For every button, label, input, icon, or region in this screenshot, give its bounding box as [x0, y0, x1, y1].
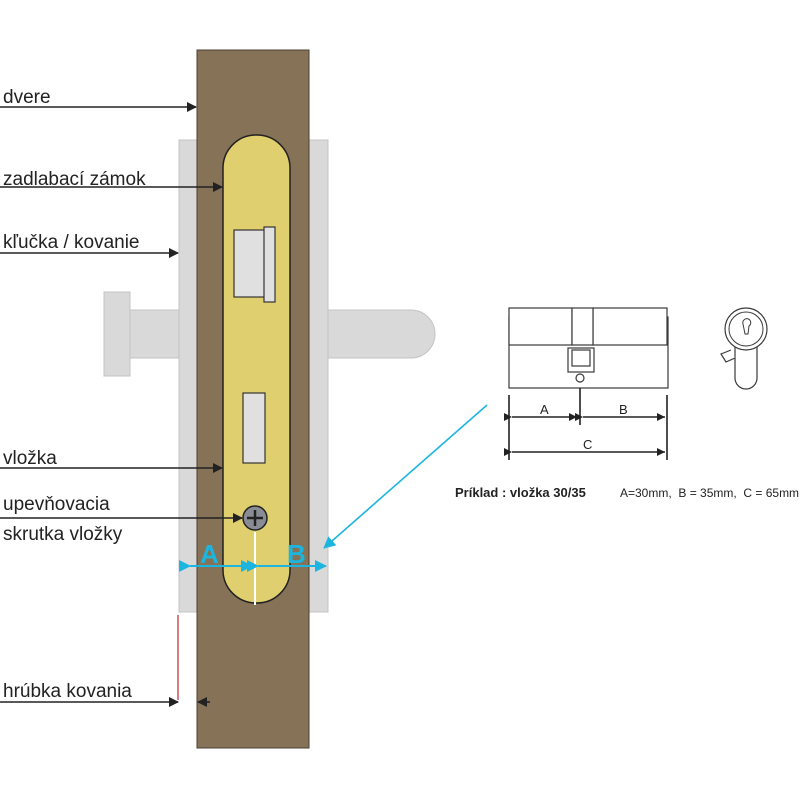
euro-cylinder-front-view: [720, 307, 768, 390]
right-fitting-plate: [308, 139, 329, 613]
lock-faceplate: [222, 134, 291, 604]
left-fitting-plate: [178, 139, 199, 613]
dimension-b-label: B: [287, 539, 306, 569]
latch-bolt-edge: [263, 226, 276, 303]
dimension-a-label: A: [200, 539, 219, 569]
label-door: dvere: [3, 87, 51, 108]
cylinder-dim-b: B: [619, 402, 628, 417]
label-cylinder: vložka: [3, 448, 57, 469]
example-title: Príklad : vložka 30/35: [455, 485, 586, 500]
label-handle: kľučka / kovanie: [3, 232, 140, 253]
label-screw-line1: upevňovacia: [3, 494, 110, 515]
label-screw-line2: skrutka vložky: [3, 524, 123, 545]
callout-line: [323, 404, 488, 549]
euro-cylinder-side-view: [504, 307, 669, 460]
example-values: A=30mm, B = 35mm, C = 65mm: [620, 486, 799, 500]
left-handle-stem: [129, 309, 181, 359]
right-handle: [326, 309, 436, 359]
label-fitting-thickness: hrúbka kovania: [3, 681, 132, 702]
dead-bolt: [242, 392, 266, 464]
latch-bolt: [233, 229, 267, 298]
left-handle-knob: [103, 291, 131, 377]
cylinder-dim-a: A: [540, 402, 549, 417]
cylinder-dim-c: C: [583, 437, 592, 452]
label-mortise-lock: zadlabací zámok: [3, 169, 146, 190]
screw-icon: [242, 505, 268, 531]
